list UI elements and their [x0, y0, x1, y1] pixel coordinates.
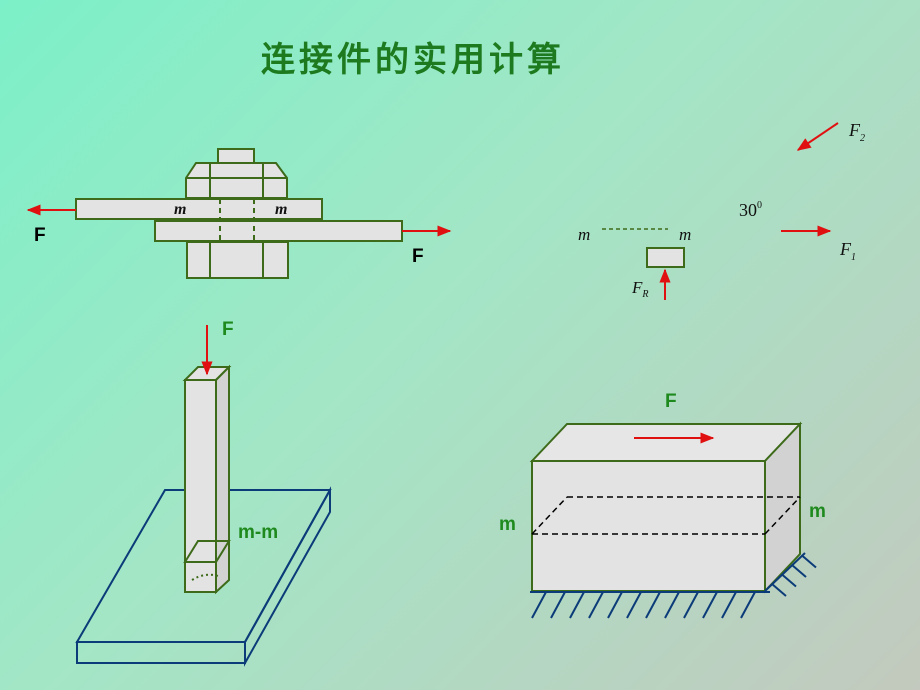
force-f1-label: F1 [839, 239, 856, 263]
base-plate-side [244, 486, 331, 667]
force-f2-arrow [796, 122, 839, 151]
block-shear-figure: F m m [499, 391, 826, 619]
hatch-line [740, 591, 756, 619]
section-label-right: m [679, 225, 691, 244]
force-f2-label: F2 [848, 120, 865, 144]
bolt-segment [646, 247, 685, 268]
section-label-left: m [578, 225, 590, 244]
hatch-line [721, 591, 737, 619]
hatch-line [702, 591, 718, 619]
nut-top [185, 162, 288, 199]
bolted-joint-figure: F F m m [26, 148, 452, 279]
hatch-line [569, 591, 585, 619]
ground-hatching-side [771, 554, 817, 597]
block-front-face [531, 460, 766, 592]
hatch-line [683, 591, 699, 619]
hatch-line [781, 573, 797, 588]
reaction-label: FR [631, 278, 649, 300]
lower-plate [154, 220, 403, 242]
shear-plane-label-right: m [275, 201, 287, 218]
hatch-line [791, 564, 807, 578]
hatch-line [550, 591, 566, 619]
section-label: m-m [238, 522, 278, 543]
force-label-left: F [34, 225, 46, 246]
page-title: 连接件的实用计算 [261, 40, 565, 80]
plane-label-left: m [499, 514, 516, 535]
bolt-section-fbd-figure: m m FR 300 F2 F1 [578, 120, 865, 300]
force-label: F [222, 319, 234, 340]
ground-hatching [531, 591, 756, 619]
hatch-line [771, 583, 787, 597]
hatch-line [664, 591, 680, 619]
hatch-line [801, 554, 817, 569]
column-front-face [184, 379, 217, 593]
base-plate-front [76, 641, 246, 664]
column-base-figure: F m-m [75, 319, 332, 667]
hatch-line [626, 591, 642, 619]
hatch-line [531, 591, 547, 619]
shear-plane-label-left: m [174, 201, 186, 218]
angle-label: 300 [739, 200, 762, 220]
force-label: F [665, 391, 677, 412]
bolt-head-top [217, 148, 255, 164]
block-top-face [529, 423, 803, 462]
hatch-line [645, 591, 661, 619]
hatch-line [607, 591, 623, 619]
hatch-line [588, 591, 604, 619]
force-label-right: F [412, 246, 424, 267]
plane-label-right: m [809, 501, 826, 522]
bolt-bottom [186, 241, 289, 279]
